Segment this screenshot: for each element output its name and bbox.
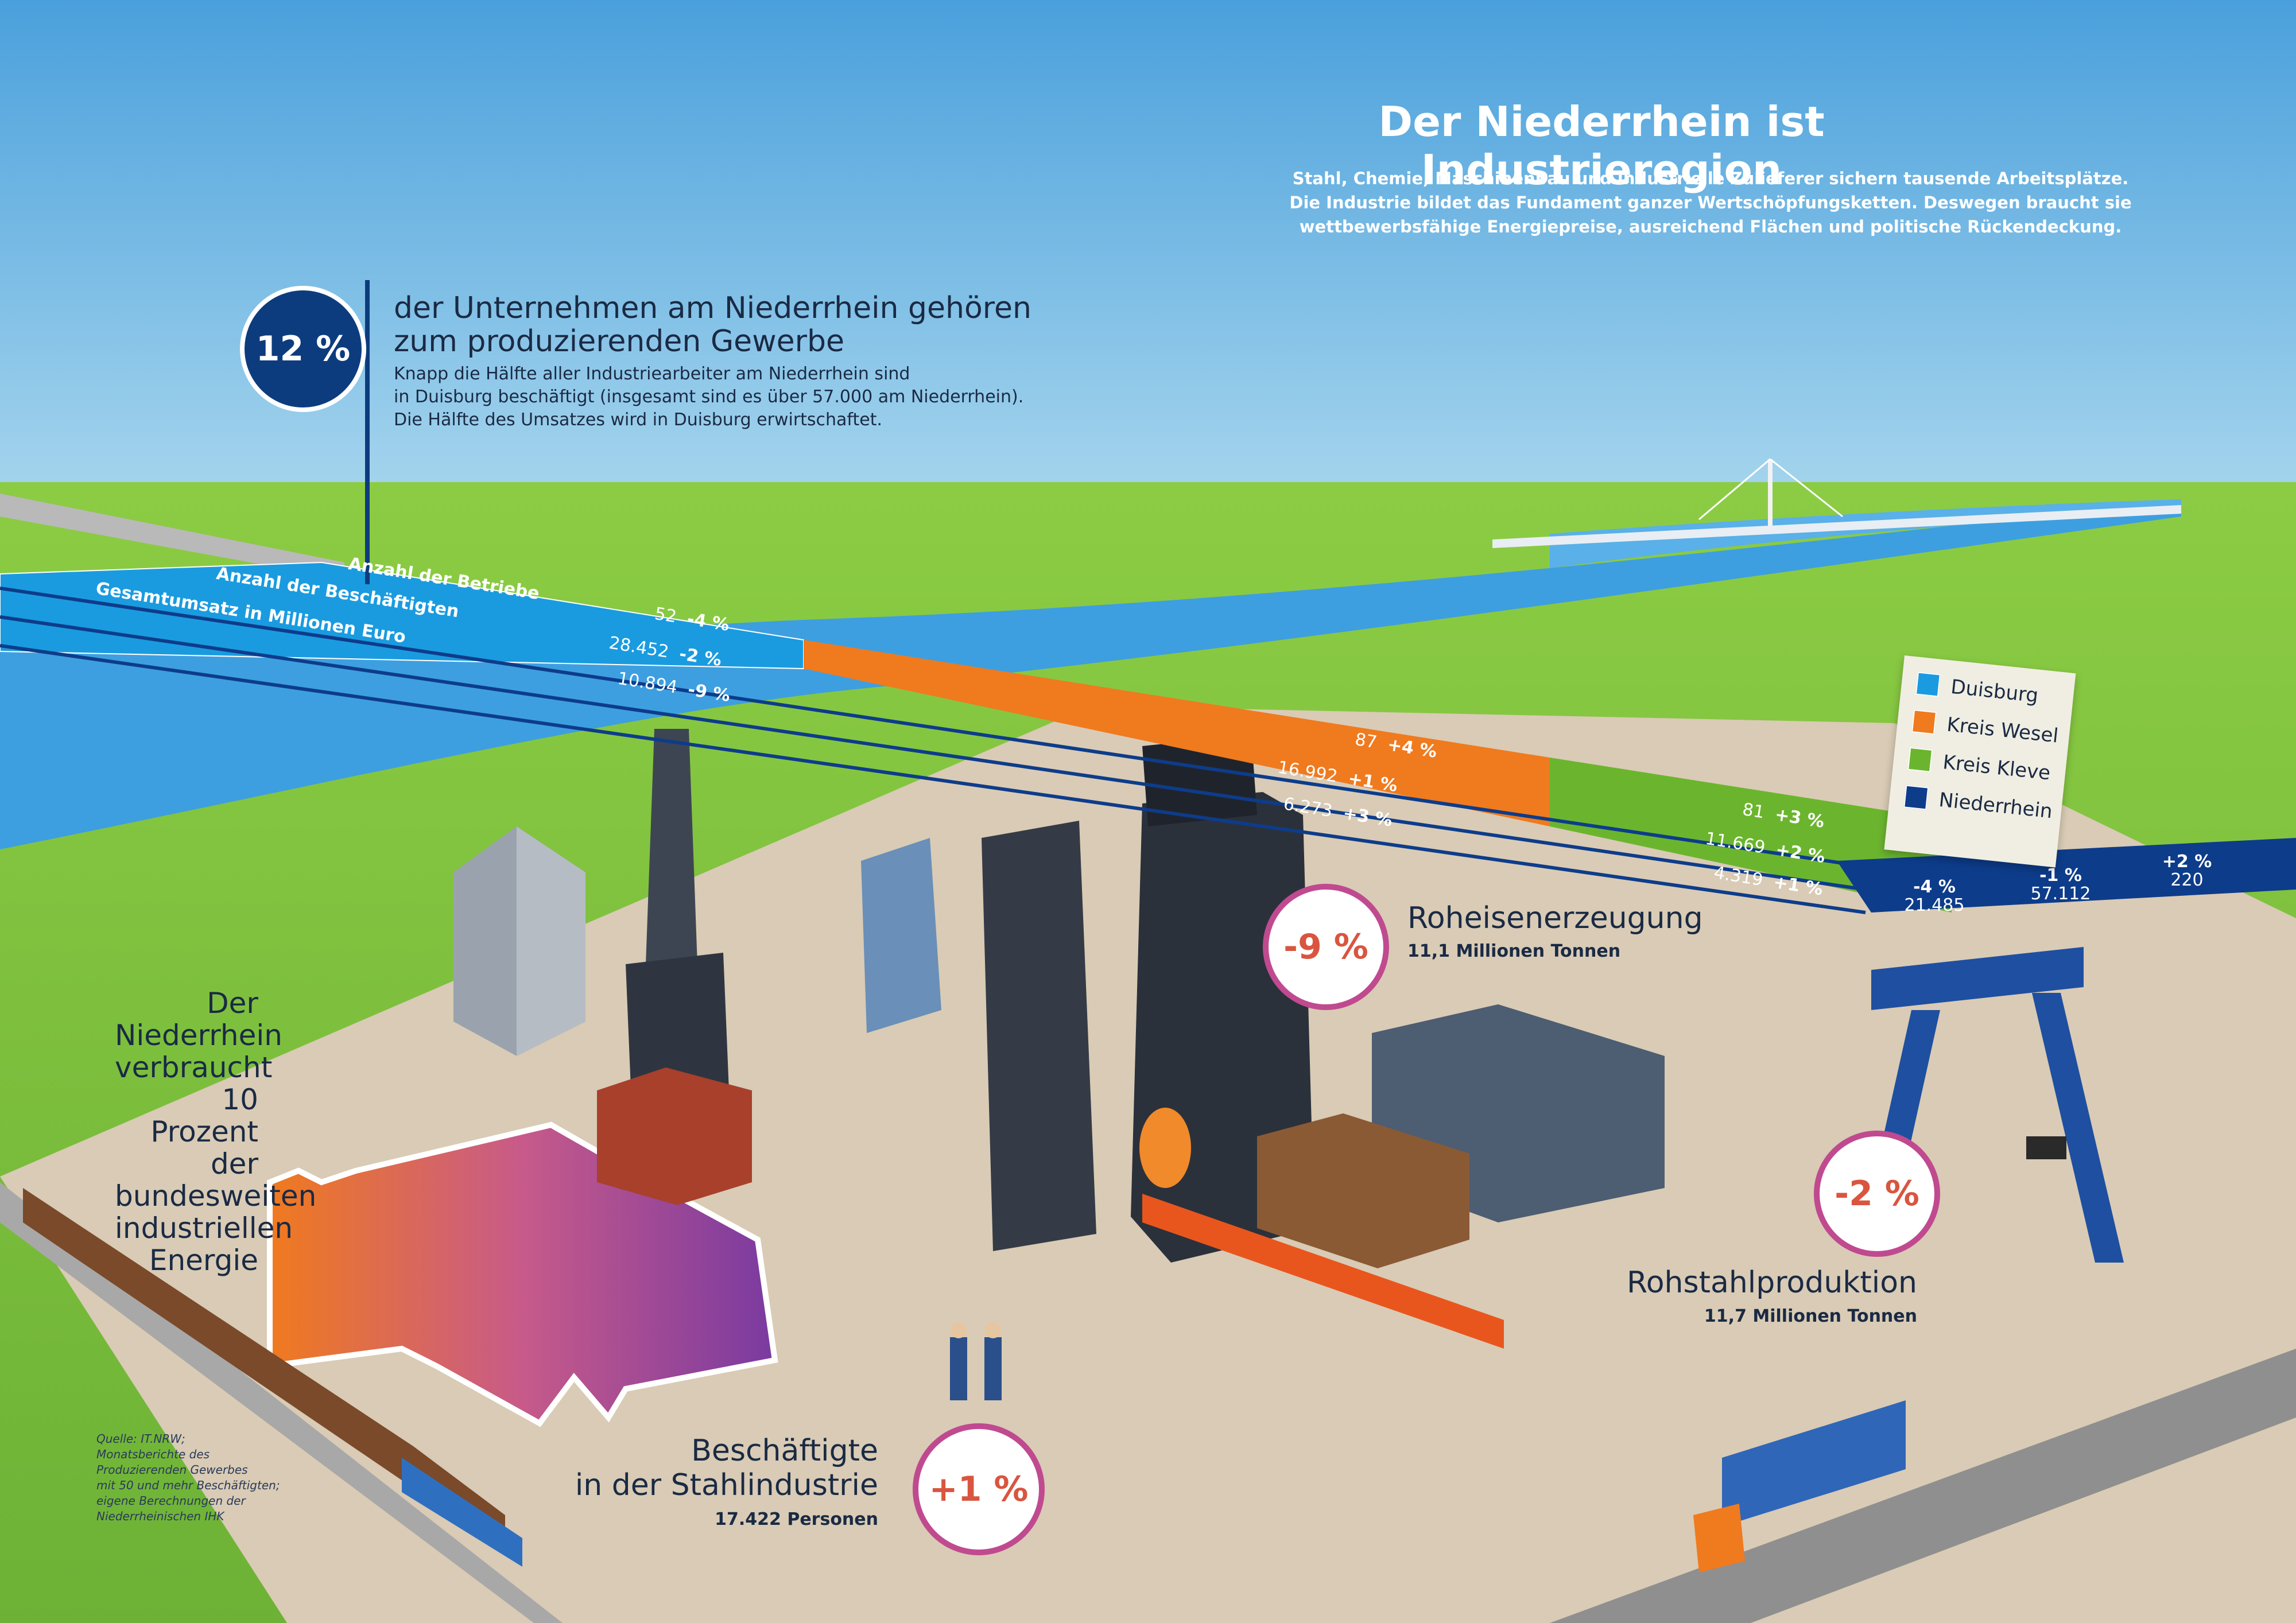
beschaeftigte-percent-circle: +1 % xyxy=(913,1423,1045,1555)
energy-building-graphic xyxy=(267,1121,778,1427)
source-note: Quelle: IT.NRW; Monatsberichte des Produ… xyxy=(96,1431,315,1524)
niederrhein-total-2: +2 %220 xyxy=(2135,853,2239,890)
intro-text: Knapp die Hälfte aller Industriearbeiter… xyxy=(394,363,1140,432)
subtitle-line: Stahl, Chemie, Maschinenbau und industri… xyxy=(1292,169,2129,188)
page-title: Der Niederrhein ist Industrieregion xyxy=(1378,98,1825,194)
rohstahl-label: Rohstahlproduktion xyxy=(1626,1265,1917,1300)
energy-line: Niederrhein xyxy=(115,1019,282,1052)
roheisen-percent-circle: -9 % xyxy=(1263,884,1389,1010)
intro-heading: der Unternehmen am Niederrhein gehören z… xyxy=(394,292,1140,358)
truck xyxy=(1693,1400,1906,1572)
legend-swatch xyxy=(1911,709,1937,735)
legend-label: Kreis Kleve xyxy=(1941,751,2052,785)
intro-text-line: in Duisburg beschäftigt (insgesamt sind … xyxy=(394,387,1024,407)
change: -1 % xyxy=(2039,865,2082,886)
pointer-line xyxy=(365,280,370,584)
legend-item-duisburg: Duisburg xyxy=(1915,671,2074,711)
energy-line: industriellen xyxy=(115,1212,293,1245)
energy-line: bundesweiten xyxy=(115,1179,317,1213)
far-bridge xyxy=(1492,458,2181,548)
source-line: mit 50 und mehr Beschäftigten; xyxy=(96,1478,280,1492)
change: -4 % xyxy=(1913,877,1956,897)
red-building xyxy=(597,1067,752,1205)
subtitle-line: Die Industrie bildet das Fundament ganze… xyxy=(1289,193,2132,212)
sky xyxy=(0,0,2296,517)
rohstahl-sub: 11,7 Millionen Tonnen xyxy=(1704,1306,1917,1326)
legend-item-kleve: Kreis Kleve xyxy=(1907,747,2066,786)
road-left xyxy=(0,494,344,580)
energy-line: Der xyxy=(207,987,258,1020)
rohstahl-percent-circle: -2 % xyxy=(1814,1131,1940,1257)
value: 81 xyxy=(1741,799,1766,823)
intro-percent-circle: 12 % xyxy=(240,286,366,412)
legend-item-wesel: Kreis Wesel xyxy=(1911,709,2070,748)
train xyxy=(23,1188,522,1567)
intro-text-line: Die Hälfte des Umsatzes wird in Duisburg… xyxy=(394,410,882,430)
energy-line: 10 Prozent der xyxy=(150,1083,258,1181)
legend: Duisburg Kreis Wesel Kreis Kleve Niederr… xyxy=(1884,655,2076,868)
beschaeftigte-label-line: in der Stahlindustrie xyxy=(575,1468,878,1502)
energy-text: Der Niederrhein verbraucht 10 Prozent de… xyxy=(115,987,317,1277)
source-line: Niederrheinischen IHK xyxy=(96,1509,224,1523)
energy-line: verbraucht xyxy=(115,1051,273,1084)
value: 21.485 xyxy=(1904,895,1965,915)
beschaeftigte-label-line: Beschäftigte xyxy=(691,1434,878,1468)
roheisen-sub: 11,1 Millionen Tonnen xyxy=(1407,941,1621,961)
legend-swatch xyxy=(1915,671,1941,697)
source-line: eigene Berechnungen der xyxy=(96,1494,246,1508)
legend-swatch xyxy=(1903,785,1929,810)
niederrhein-total-1: -1 %57.112 xyxy=(2009,867,2112,903)
value: 57.112 xyxy=(2030,884,2091,904)
legend-label: Duisburg xyxy=(1949,675,2039,708)
change: +2 % xyxy=(2162,852,2212,872)
chimney xyxy=(626,729,729,1102)
source-line: Quelle: IT.NRW; xyxy=(96,1432,185,1446)
legend-swatch xyxy=(1907,747,1933,772)
niederrhein-total-0: -4 %21.485 xyxy=(1883,878,1986,915)
brown-hall xyxy=(1257,1113,1469,1268)
river xyxy=(0,499,2181,849)
legend-label: Niederrhein xyxy=(1937,788,2054,824)
beschaeftigte-label: Beschäftigte in der Stahlindustrie xyxy=(517,1434,878,1502)
data-bands xyxy=(0,561,2296,914)
source-line: Monatsberichte des xyxy=(96,1447,210,1461)
intro-text-line: Knapp die Hälfte aller Industriearbeiter… xyxy=(394,364,910,384)
energy-line: Energie xyxy=(149,1244,258,1277)
roheisen-label: Roheisenerzeugung xyxy=(1407,901,1703,935)
workers xyxy=(950,1322,1002,1400)
value: 220 xyxy=(2170,870,2204,890)
intro-heading-line: zum produzierenden Gewerbe xyxy=(394,324,845,359)
page-subtitle: Stahl, Chemie, Maschinenbau und industri… xyxy=(1251,166,2170,239)
beschaeftigte-sub: 17.422 Personen xyxy=(715,1509,878,1529)
silo xyxy=(453,826,585,1056)
legend-label: Kreis Wesel xyxy=(1945,713,2060,748)
value: 52 xyxy=(653,603,678,627)
legend-item-niederrhein: Niederrhein xyxy=(1903,785,2062,824)
subtitle-line: wettbewerbsfähige Energiepreise, ausreic… xyxy=(1299,217,2122,236)
blue-building xyxy=(861,838,941,1033)
source-line: Produzierenden Gewerbes xyxy=(96,1463,248,1477)
value: 87 xyxy=(1353,729,1379,753)
intro-heading-line: der Unternehmen am Niederrhein gehören xyxy=(394,291,1031,325)
